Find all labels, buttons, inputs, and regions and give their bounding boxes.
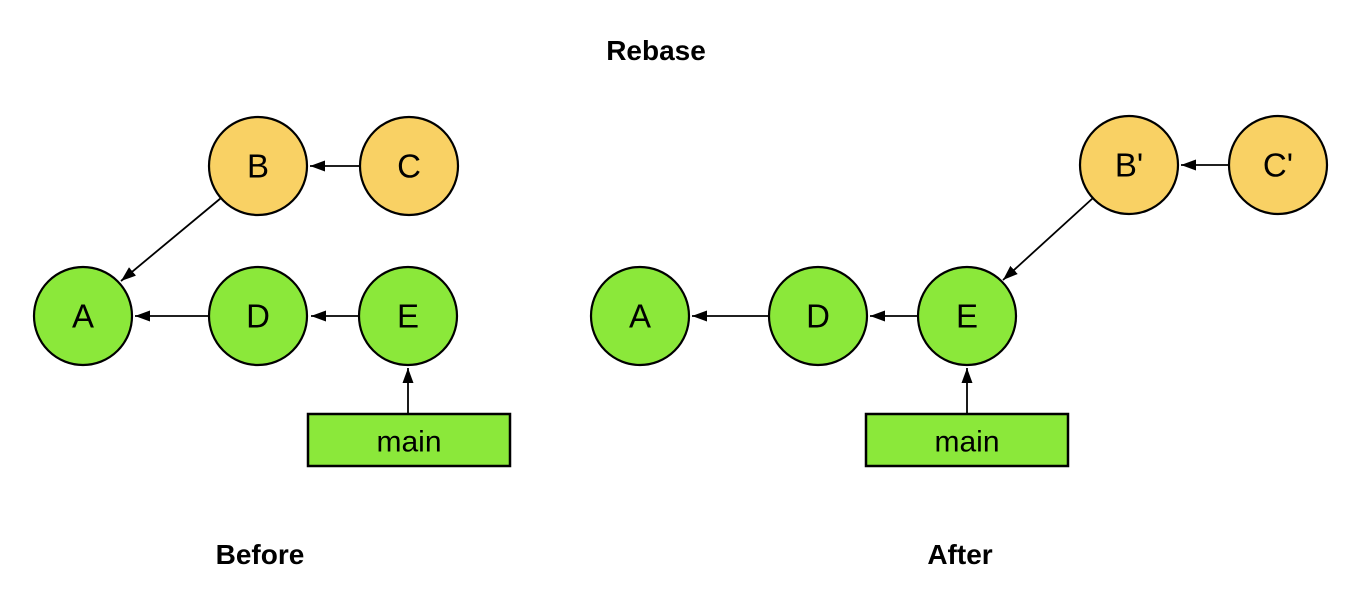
commit-node-bprime-after [1078, 114, 1180, 216]
branch-label-main-before: main [376, 426, 441, 459]
diagram-title: Rebase [606, 35, 706, 66]
commit-label-d-before: D [246, 298, 270, 335]
commit-label-a-after: A [629, 298, 651, 335]
commit-node-c-before [358, 115, 460, 217]
after-graph: A D E B' C' main After [589, 114, 1329, 570]
edge-bprime-to-e [1002, 197, 1094, 281]
before-graph: A D E B C main Before [32, 115, 512, 570]
branch-box-main-before [306, 412, 512, 468]
edge-b-to-a [120, 197, 222, 282]
commit-node-cprime-after [1227, 114, 1329, 216]
commit-node-e-before [357, 265, 459, 367]
commit-label-c-before: C [397, 148, 421, 185]
commit-label-e-before: E [397, 298, 419, 335]
commit-label-bprime-after: B' [1115, 147, 1143, 184]
commit-label-b-before: B [247, 148, 269, 185]
commit-node-d-before [207, 265, 309, 367]
commit-node-a-before [32, 265, 134, 367]
branch-box-main-after [864, 412, 1070, 468]
commit-label-a-before: A [72, 298, 94, 335]
commit-node-b-before [207, 115, 309, 217]
caption-after: After [927, 539, 992, 570]
commit-label-d-after: D [806, 298, 830, 335]
commit-node-a-after [589, 265, 691, 367]
commit-node-e-after [916, 265, 1018, 367]
commit-node-d-after [767, 265, 869, 367]
commit-label-cprime-after: C' [1263, 147, 1293, 184]
caption-before: Before [216, 539, 305, 570]
commit-label-e-after: E [956, 298, 978, 335]
branch-label-main-after: main [934, 426, 999, 459]
